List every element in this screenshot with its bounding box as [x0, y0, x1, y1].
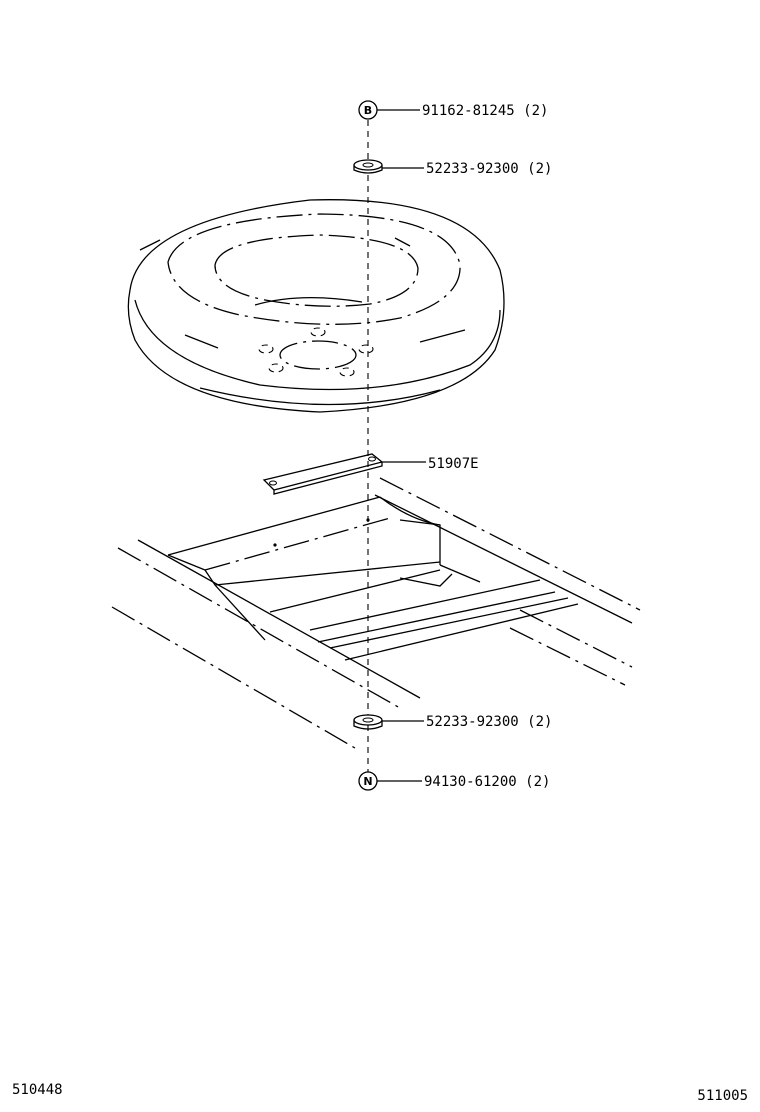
part-label-bracket: 51907E — [428, 456, 479, 472]
bolt-part: B 91162-81245 (2) — [358, 100, 548, 120]
part-label-cushion-bottom: 52233-92300 (2) — [426, 714, 552, 730]
spare-tire — [127, 199, 505, 413]
part-label-nut: 94130-61200 (2) — [424, 774, 550, 790]
cushion-bottom-part: 52233-92300 (2) — [353, 714, 552, 730]
callout-n-letter: N — [363, 775, 372, 788]
bracket-plate-part: 51907E — [262, 453, 479, 495]
callout-b-letter: B — [364, 104, 372, 117]
vehicle-frame — [111, 477, 641, 749]
footer-right-code: 511005 — [697, 1088, 748, 1104]
cushion-top-part: 52233-92300 (2) — [353, 159, 552, 177]
part-label-cushion-top: 52233-92300 (2) — [426, 161, 552, 177]
part-label-bolt: 91162-81245 (2) — [422, 103, 548, 119]
footer-left-code: 510448 — [12, 1082, 63, 1098]
nut-part: N 94130-61200 (2) — [358, 771, 550, 791]
